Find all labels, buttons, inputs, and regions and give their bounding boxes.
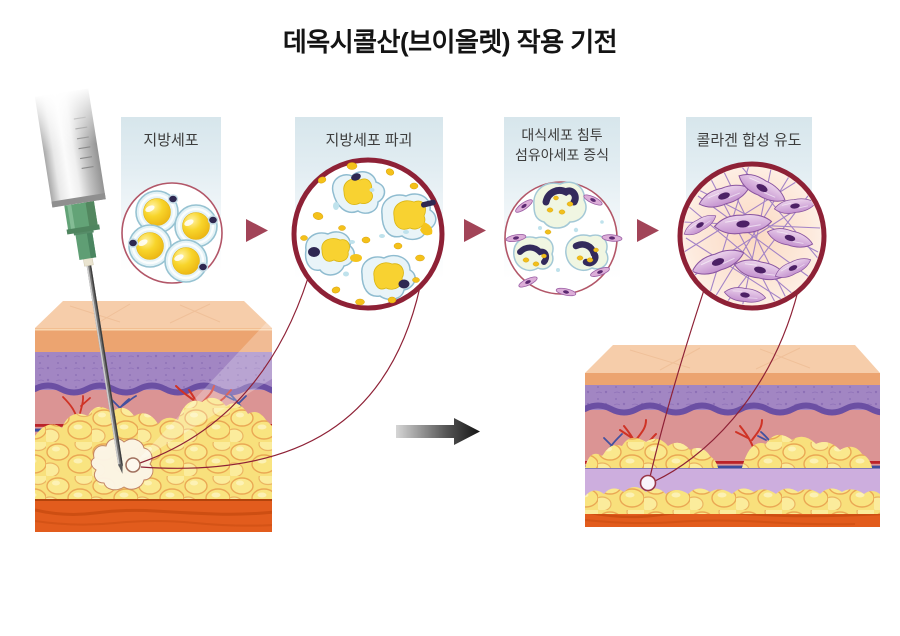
epidermis-layer [35, 328, 272, 352]
syringe-barrel [32, 86, 106, 208]
step-label-line1: 대식세포 침투 [521, 127, 603, 143]
reduced-fat-clumps [585, 434, 880, 514]
skin-cross-section-after [585, 345, 880, 527]
needle [86, 263, 123, 474]
result-site-marker [639, 474, 657, 492]
muscle-texture [35, 508, 272, 527]
adipocyte-nuclei [127, 194, 219, 272]
leader-line [139, 277, 309, 464]
diagram-title: 데옥시콜산(브이올렛) 작용 기전 [282, 27, 618, 57]
leader-line [140, 286, 421, 469]
magnifier-wedge-left [133, 278, 420, 465]
step-arrow-icon [464, 219, 486, 242]
muscle-layer [35, 500, 272, 532]
step-label-line2: 섬유아세포 증식 [514, 147, 610, 164]
syringe-hub [64, 200, 100, 260]
skin-surface-bevel [35, 301, 272, 328]
vessel-stripe-red [585, 461, 880, 464]
leader-lines [139, 277, 799, 482]
inset-collagen [677, 161, 827, 311]
lipid-droplets [300, 162, 425, 306]
step-label: 지방세포 [143, 132, 199, 149]
cell-debris [538, 220, 604, 272]
syringe [32, 86, 123, 474]
inset-macrophage-fibroblast [504, 181, 623, 298]
broken-adipocytes [304, 171, 437, 301]
skin-surface-bevel [585, 345, 880, 373]
skin-cross-section-before [35, 301, 272, 532]
step-arrow-icon [246, 219, 268, 242]
engulfed-lipid-granules [522, 195, 599, 267]
step-label: 대식세포 침투 섬유아세포 증식 [504, 117, 620, 166]
leader-line [649, 289, 705, 478]
transition-arrow-icon [396, 418, 480, 445]
epidermis-layer [585, 373, 880, 386]
inset-fat-cells [121, 182, 223, 284]
leader-line [654, 290, 799, 482]
step-label: 콜라겐 합성 유도 [696, 132, 802, 149]
vessel-stripe-blue [585, 465, 880, 469]
inset-fat-cell-destruction [291, 157, 445, 311]
membrane-fragments [333, 188, 409, 277]
step-arrow-icon [637, 219, 659, 242]
injection-site-marker [125, 457, 141, 473]
step-label: 지방세포 파괴 [325, 132, 413, 149]
